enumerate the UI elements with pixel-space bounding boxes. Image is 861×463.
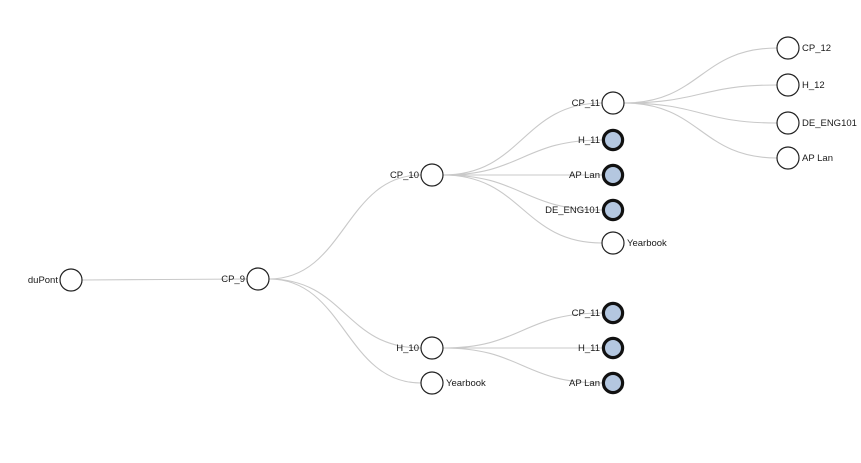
tree-node-h_11_a[interactable]: H_11: [578, 128, 625, 152]
node-label-h_10: H_10: [396, 343, 419, 354]
tree-link-cp_10-to-h_11_a: [442, 139, 603, 176]
tree-link-cp_10-to-cp_11_a: [442, 102, 603, 176]
node-circle-cp_11_b[interactable]: [601, 301, 625, 325]
tree-node-cp_12[interactable]: CP_12: [776, 36, 831, 60]
tree-node-h_11_b[interactable]: H_11: [578, 336, 625, 360]
node-circle-yearbook_11[interactable]: [601, 231, 625, 255]
node-label-ap_lan_b: AP Lan: [569, 378, 600, 389]
node-circle-cp_12[interactable]: [776, 36, 800, 60]
node-label-cp_9: CP_9: [221, 274, 245, 285]
node-circle-h_10[interactable]: [420, 336, 444, 360]
tree-link-dupont-to-cp_9: [81, 278, 248, 281]
node-label-cp_11_b: CP_11: [572, 308, 600, 319]
tree-link-cp_9-to-yearbook_10: [268, 278, 422, 384]
node-circle-ap_lan_a[interactable]: [601, 163, 625, 187]
tree-links-layer: [81, 47, 778, 384]
tree-node-ap_lan_a[interactable]: AP Lan: [569, 163, 625, 187]
tree-node-cp_11_a[interactable]: CP_11: [572, 91, 625, 115]
node-circle-cp_9[interactable]: [246, 267, 270, 291]
node-label-yearbook_11: Yearbook: [627, 238, 667, 249]
node-circle-ap_lan_b[interactable]: [601, 371, 625, 395]
tree-link-cp_11_a-to-h_12: [623, 84, 778, 104]
node-label-ap_lan_a: AP Lan: [569, 170, 600, 181]
node-label-de_eng101_a: DE_ENG101: [545, 205, 600, 216]
tree-node-yearbook_11[interactable]: Yearbook: [601, 231, 667, 255]
tree-node-h_10[interactable]: H_10: [396, 336, 444, 360]
node-label-cp_11_a: CP_11: [572, 98, 600, 109]
tree-node-cp_10[interactable]: CP_10: [390, 163, 444, 187]
tree-link-h_10-to-ap_lan_b: [442, 347, 603, 384]
tree-link-cp_10-to-yearbook_11: [442, 174, 603, 244]
node-label-cp_12: CP_12: [802, 43, 831, 54]
tree-node-cp_9[interactable]: CP_9: [221, 267, 270, 291]
tree-node-h_12[interactable]: H_12: [776, 73, 825, 97]
tree-link-cp_11_a-to-ap_lan_c: [623, 102, 778, 159]
node-circle-de_eng101_a[interactable]: [601, 198, 625, 222]
tree-node-yearbook_10[interactable]: Yearbook: [420, 371, 486, 395]
tree-node-de_eng101_b[interactable]: DE_ENG101: [776, 111, 857, 135]
node-label-de_eng101_b: DE_ENG101: [802, 118, 857, 129]
node-circle-h_11_b[interactable]: [601, 336, 625, 360]
node-label-h_11_a: H_11: [578, 135, 600, 146]
node-circle-h_11_a[interactable]: [601, 128, 625, 152]
tree-node-dupont[interactable]: duPont: [28, 268, 83, 292]
tree-link-cp_9-to-cp_10: [268, 174, 422, 280]
node-label-dupont: duPont: [28, 275, 58, 286]
node-label-yearbook_10: Yearbook: [446, 378, 486, 389]
node-circle-h_12[interactable]: [776, 73, 800, 97]
tree-link-cp_11_a-to-cp_12: [623, 47, 778, 104]
tree-link-h_10-to-cp_11_b: [442, 312, 603, 349]
node-circle-cp_11_a[interactable]: [601, 91, 625, 115]
tree-link-cp_10-to-de_eng101_a: [442, 174, 603, 211]
tree-node-de_eng101_a[interactable]: DE_ENG101: [545, 198, 625, 222]
node-circle-yearbook_10[interactable]: [420, 371, 444, 395]
node-label-ap_lan_c: AP Lan: [802, 153, 833, 164]
node-circle-de_eng101_b[interactable]: [776, 111, 800, 135]
tree-link-cp_9-to-h_10: [268, 278, 422, 349]
tree-link-cp_11_a-to-de_eng101_b: [623, 102, 778, 124]
node-circle-ap_lan_c[interactable]: [776, 146, 800, 170]
node-circle-cp_10[interactable]: [420, 163, 444, 187]
node-label-h_12: H_12: [802, 80, 825, 91]
tree-node-ap_lan_b[interactable]: AP Lan: [569, 371, 625, 395]
node-label-cp_10: CP_10: [390, 170, 419, 181]
tree-node-ap_lan_c[interactable]: AP Lan: [776, 146, 833, 170]
tree-node-cp_11_b[interactable]: CP_11: [572, 301, 625, 325]
node-circle-dupont[interactable]: [59, 268, 83, 292]
node-label-h_11_b: H_11: [578, 343, 600, 354]
